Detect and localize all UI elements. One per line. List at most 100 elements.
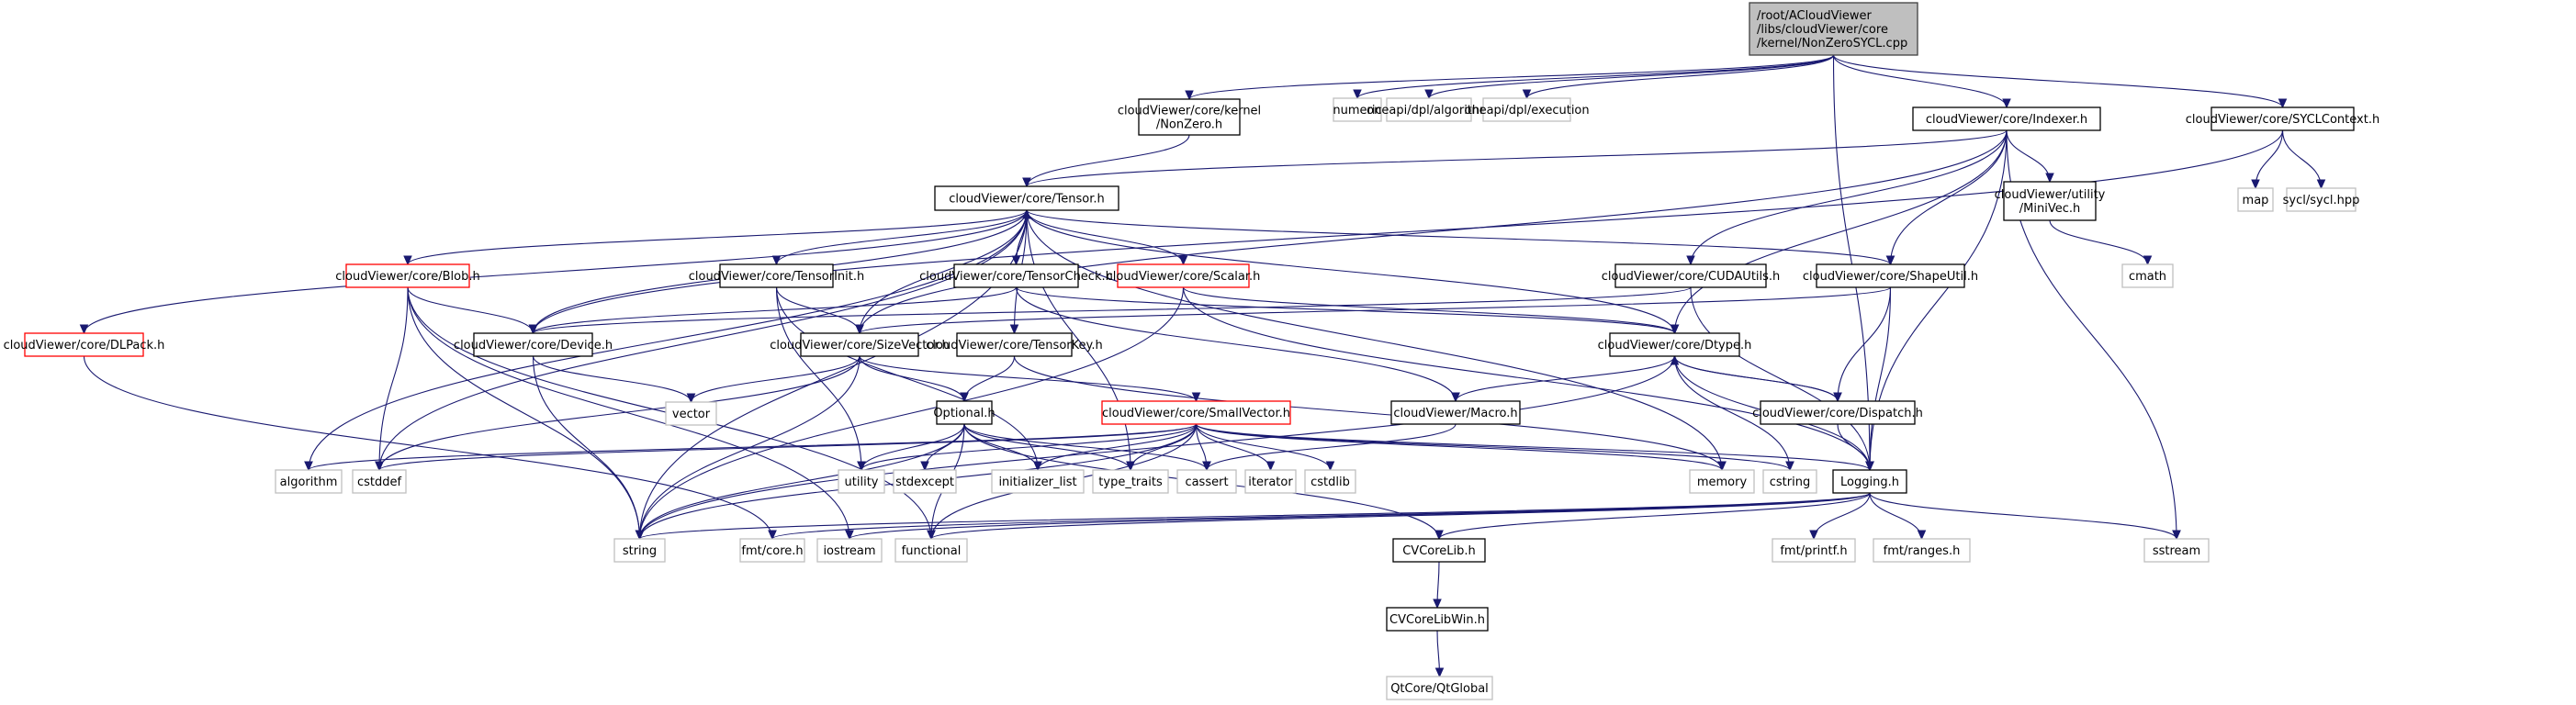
node-label: fmt/core.h (741, 544, 803, 558)
node-blob[interactable]: cloudViewer/core/Blob.h (335, 263, 480, 288)
node-tensorkey[interactable]: cloudViewer/core/TensorKey.h (926, 332, 1103, 357)
node-tensor[interactable]: cloudViewer/core/Tensor.h (934, 185, 1119, 211)
node-dlpack[interactable]: cloudViewer/core/DLPack.h (4, 332, 165, 357)
node-box (1816, 263, 1965, 288)
edge-tensor-to-blob (407, 209, 1028, 265)
arrowhead-icon (2251, 179, 2260, 190)
edge-logging-to-iostream (849, 492, 1871, 540)
edge-cudautils-to-device (532, 286, 1692, 334)
node-dispatch[interactable]: cloudViewer/core/Dispatch.h (1752, 400, 1923, 425)
arrowhead-icon (1191, 392, 1201, 403)
node-optional[interactable]: Optional.h (933, 400, 996, 425)
node-tensorcheck[interactable]: cloudViewer/core/TensorCheck.h (919, 263, 1113, 288)
node-box (352, 469, 407, 494)
edge-blob-to-string (407, 286, 641, 540)
node-shapeutil[interactable]: cloudViewer/core/ShapeUtil.h (1803, 263, 1978, 288)
edge-indexer-to-dtype (1673, 129, 2008, 334)
node-dplalg: oneapi/dpl/algorithm (1367, 97, 1491, 122)
node-box (1392, 538, 1486, 563)
node-nonzero[interactable]: cloudViewer/core/kernel/NonZero.h (1118, 98, 1261, 136)
edge-tensor-to-dtype (1026, 209, 1676, 334)
node-cassert: cassert (1176, 469, 1237, 494)
edge-optional-to-utility (861, 423, 965, 471)
node-box (1912, 106, 2101, 131)
node-label: map (2243, 194, 2269, 207)
edge-tensorcheck-to-device (532, 286, 1018, 334)
node-box (1760, 400, 1916, 425)
node-label: sycl/sycl.hpp (2283, 194, 2360, 207)
edge-tensor-to-memory (1026, 209, 1723, 471)
node-logging[interactable]: Logging.h (1832, 469, 1907, 494)
arrowhead-icon (768, 530, 777, 541)
edge-indexer-to-cudautils (1690, 129, 2008, 265)
node-box (1092, 469, 1169, 494)
arrowhead-icon (1033, 461, 1042, 472)
edge-tensor-to-tensorinit (775, 209, 1028, 265)
node-stdexcept: stdexcept (893, 469, 957, 494)
edge-tensor-to-shapeutil (1026, 209, 1892, 265)
edge-indexer-to-tensor (1026, 129, 2008, 187)
edge-device-to-string (532, 355, 641, 540)
node-macro[interactable]: cloudViewer/Macro.h (1390, 400, 1521, 425)
node-label: functional (902, 544, 962, 558)
node-dtype[interactable]: cloudViewer/core/Dtype.h (1598, 332, 1752, 357)
edges-layer (79, 54, 2326, 678)
node-box (1386, 607, 1489, 632)
node-box (1482, 97, 1571, 122)
arrowhead-icon (927, 530, 936, 541)
node-smallvector[interactable]: cloudViewer/core/SmallVector.h (1101, 400, 1291, 425)
arrowhead-icon (528, 324, 538, 335)
edge-scalar-to-logging (1182, 286, 1871, 471)
node-label: QtCore/QtGlobal (1390, 682, 1489, 696)
node-sizevector[interactable]: cloudViewer/core/SizeVector.h (770, 332, 950, 357)
node-box (719, 263, 834, 288)
node-label: algorithm (280, 476, 338, 489)
node-root[interactable]: /root/ACloudViewer/libs/cloudViewer/core… (1749, 2, 1918, 56)
node-string: string (613, 538, 666, 563)
node-label: CVCoreLibWin.h (1389, 613, 1485, 627)
node-label: cloudViewer/core/Dtype.h (1598, 339, 1752, 352)
edge-smallvector-to-algorithm (308, 423, 1198, 471)
node-cudautils[interactable]: cloudViewer/core/CUDAUtils.h (1602, 263, 1781, 288)
edge-tensor-to-scalar (1026, 209, 1185, 265)
arrowhead-icon (1865, 461, 1874, 472)
edge-syclctx-to-device (532, 129, 2284, 334)
node-tensorinit[interactable]: cloudViewer/core/TensorInit.h (689, 263, 865, 288)
node-label: cstddef (357, 476, 402, 489)
node-label: numeric (1333, 104, 1381, 118)
node-label: cloudViewer/core/CUDAUtils.h (1602, 270, 1781, 284)
node-syclctx[interactable]: cloudViewer/core/SYCLContext.h (2186, 106, 2379, 131)
node-label: cloudViewer/core/Scalar.h (1107, 270, 1261, 284)
node-device[interactable]: cloudViewer/core/Device.h (454, 332, 613, 357)
node-label: cloudViewer/core/Dispatch.h (1752, 407, 1923, 420)
node-box (1244, 469, 1297, 494)
edge-tensorinit-to-sizevector (775, 286, 861, 334)
edge-smallvector-to-cstddef (378, 423, 1198, 471)
node-label: oneapi/dpl/execution (1464, 104, 1589, 118)
node-cstdlib: cstdlib (1304, 469, 1356, 494)
arrowhead-icon (1185, 90, 1194, 101)
node-box (991, 469, 1085, 494)
node-utility: utility (838, 469, 885, 494)
node-cvcorelib[interactable]: CVCoreLib.h (1392, 538, 1486, 563)
edge-scalar-to-dtype (1182, 286, 1676, 334)
node-indexer[interactable]: cloudViewer/core/Indexer.h (1912, 106, 2101, 131)
edge-minivec-to-cmath (2049, 219, 2149, 265)
node-box (1117, 263, 1250, 288)
node-box (1762, 469, 1817, 494)
edge-root-to-numeric (1356, 54, 1835, 99)
edge-dlpack-to-fmtcore (83, 355, 773, 540)
node-box (2237, 187, 2274, 212)
arrowhead-icon (686, 393, 696, 404)
node-cvcorelibwin[interactable]: CVCoreLibWin.h (1386, 607, 1489, 632)
node-scalar[interactable]: cloudViewer/core/Scalar.h (1107, 263, 1261, 288)
node-minivec[interactable]: cloudViewer/utility/MiniVec.h (1995, 181, 2106, 221)
edge-root-to-nonzero (1188, 54, 1835, 100)
node-box (893, 469, 957, 494)
edge-tensor-to-algorithm (308, 209, 1028, 471)
edge-smallvector-to-logging (1195, 423, 1871, 471)
edge-logging-to-fmtranges (1869, 492, 1923, 540)
edge-tensor-to-dlpack (83, 209, 1028, 334)
node-label: cloudViewer/core/Tensor.h (949, 193, 1105, 207)
